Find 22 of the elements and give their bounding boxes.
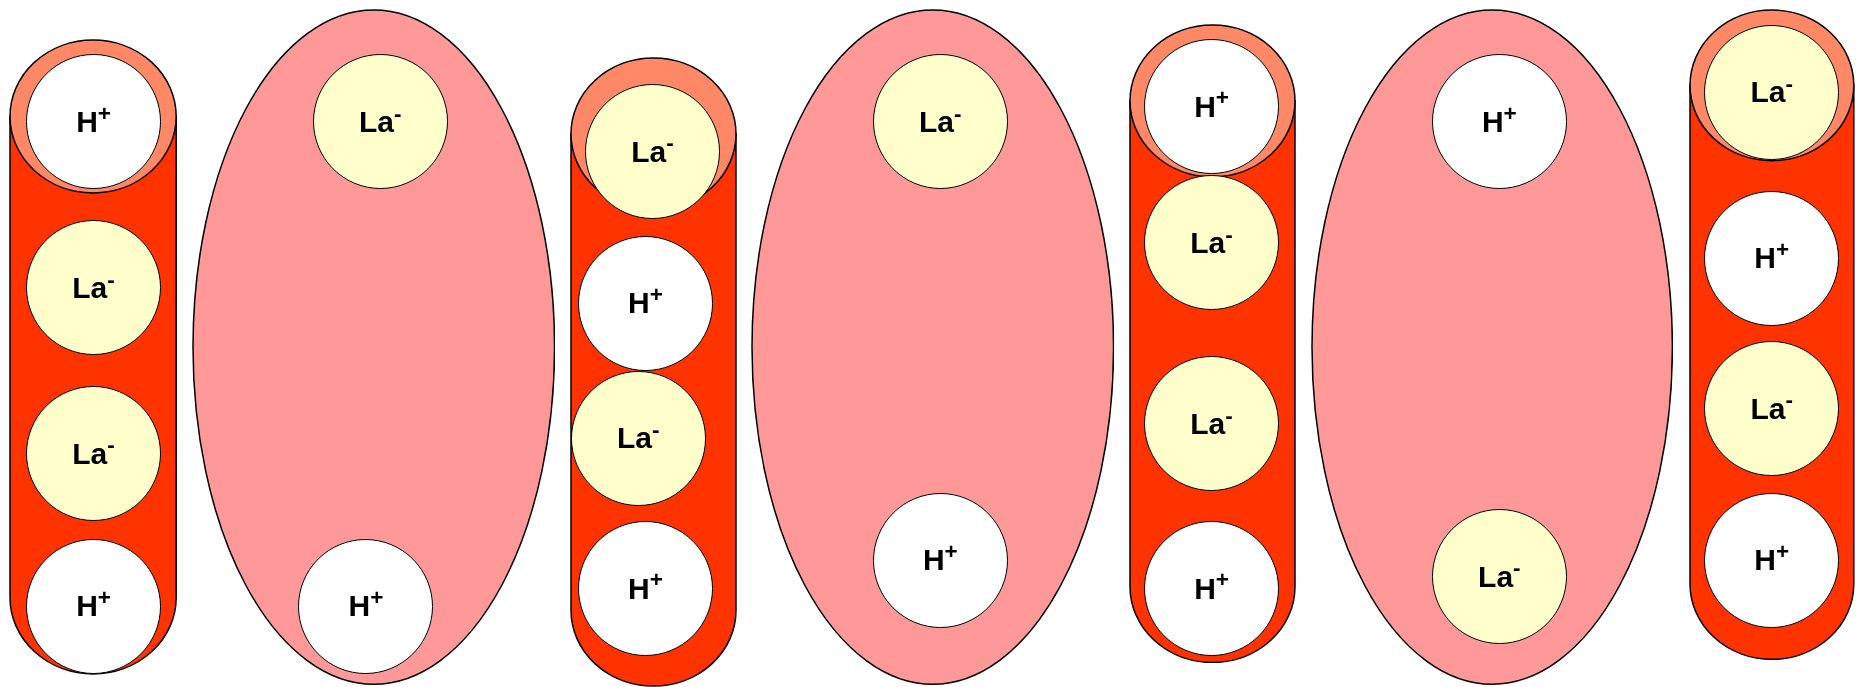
ion-label: La$^{-}$ [1750, 393, 1793, 424]
ion-label: H$^{+}$ [348, 591, 384, 622]
ion-label: La$^{-}$ [617, 423, 660, 454]
ion-label: H$^{+}$ [1194, 573, 1229, 604]
ion-label: La$^{-}$ [1750, 77, 1793, 108]
ion-label: H$^{+}$ [1754, 545, 1790, 576]
ion-label: La$^{-}$ [358, 106, 402, 137]
ion-label: H$^{+}$ [1754, 243, 1790, 274]
ion-label: La$^{-}$ [1478, 561, 1521, 592]
ion-label: H$^{+}$ [76, 591, 111, 622]
ion-label: La$^{-}$ [1190, 408, 1233, 439]
ion-label: H$^{+}$ [1481, 106, 1517, 137]
ion-label: H$^{+}$ [628, 288, 663, 319]
ion-label: H$^{+}$ [628, 573, 663, 604]
ion-label: H$^{+}$ [76, 106, 111, 137]
ion-label: La$^{-}$ [72, 438, 115, 469]
ion-label: La$^{-}$ [631, 136, 674, 167]
ion-label: La$^{-}$ [919, 106, 962, 137]
ion-label: H$^{+}$ [922, 545, 958, 576]
ion-label: H$^{+}$ [1194, 91, 1229, 122]
ion-label: La$^{-}$ [1190, 227, 1233, 258]
ion-label: La$^{-}$ [72, 272, 115, 303]
